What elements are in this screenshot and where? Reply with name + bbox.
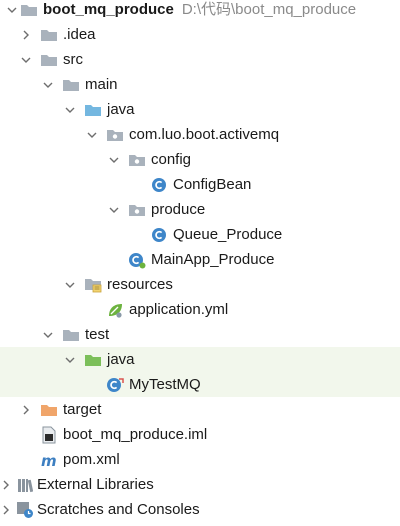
folder-icon (40, 26, 58, 44)
tree-row-scratches[interactable]: Scratches and Consoles (0, 497, 400, 522)
folder-icon (20, 1, 38, 19)
java-class-icon (150, 176, 168, 194)
chevron-down-icon[interactable] (6, 4, 18, 16)
tree-row-main[interactable]: main (0, 72, 400, 97)
project-path: D:\代码\boot_mq_produce (181, 1, 357, 18)
spring-boot-class-icon (128, 251, 146, 269)
tree-row-application-yml[interactable]: application.yml (0, 297, 400, 322)
project-name: boot_mq_produce (43, 1, 174, 18)
tree-row-test[interactable]: test (0, 322, 400, 347)
chevron-down-icon[interactable] (64, 279, 76, 291)
tree-row-main-app[interactable]: MainApp_Produce (0, 247, 400, 272)
tree-row-java-main[interactable]: java (0, 97, 400, 122)
tree-item-label: com.luo.boot.activemq (129, 126, 280, 143)
folder-icon (62, 326, 80, 344)
folder-icon (40, 51, 58, 69)
chevron-down-icon[interactable] (86, 129, 98, 141)
tree-row-target[interactable]: target (0, 397, 400, 422)
chevron-down-icon[interactable] (42, 79, 54, 91)
package-icon (128, 201, 146, 219)
chevron-right-icon[interactable] (0, 504, 12, 516)
tree-row-my-test-mq[interactable]: MyTestMQ (0, 372, 400, 397)
chevron-right-icon[interactable] (20, 404, 32, 416)
tree-item-label: MyTestMQ (129, 376, 201, 393)
tree-item-label: MainApp_Produce (151, 251, 275, 268)
tree-item-label: Queue_Produce (173, 226, 283, 243)
tree-item-label: resources (107, 276, 173, 293)
tree-item-label: .idea (63, 26, 96, 43)
tree-row-project-root[interactable]: boot_mq_produce D:\代码\boot_mq_produce (0, 0, 400, 22)
tree-item-label: application.yml (129, 301, 229, 318)
folder-icon (62, 76, 80, 94)
tree-item-label: test (85, 326, 110, 343)
package-icon (106, 126, 124, 144)
chevron-down-icon[interactable] (42, 329, 54, 341)
tree-item-label: External Libraries (37, 476, 154, 493)
tree-row-iml[interactable]: boot_mq_produce.iml (0, 422, 400, 447)
tree-row-resources[interactable]: resources (0, 272, 400, 297)
chevron-down-icon[interactable] (108, 204, 120, 216)
scratches-icon (16, 501, 34, 519)
chevron-down-icon[interactable] (64, 354, 76, 366)
tree-item-label: target (63, 401, 102, 418)
tree-row-idea[interactable]: .idea (0, 22, 400, 47)
tree-row-config-bean[interactable]: ConfigBean (0, 172, 400, 197)
resources-folder-icon (84, 276, 102, 294)
java-class-icon (150, 226, 168, 244)
tree-item-label: main (85, 76, 118, 93)
tree-item-label: pom.xml (63, 451, 120, 468)
chevron-right-icon[interactable] (20, 29, 32, 41)
tree-row-external-libraries[interactable]: External Libraries (0, 472, 400, 497)
tree-item-label: produce (151, 201, 206, 218)
package-icon (128, 151, 146, 169)
spring-config-file-icon (106, 301, 124, 319)
iml-file-icon (40, 426, 58, 444)
chevron-right-icon[interactable] (0, 479, 12, 491)
tree-row-package[interactable]: com.luo.boot.activemq (0, 122, 400, 147)
tree-item-label: config (151, 151, 192, 168)
chevron-down-icon[interactable] (64, 104, 76, 116)
libraries-icon (16, 476, 34, 494)
tree-item-label: src (63, 51, 83, 68)
chevron-down-icon[interactable] (108, 154, 120, 166)
svg-text:m: m (41, 452, 57, 468)
tree-row-queue-produce[interactable]: Queue_Produce (0, 222, 400, 247)
tree-row-produce[interactable]: produce (0, 197, 400, 222)
test-class-icon (106, 376, 124, 394)
source-folder-icon (84, 101, 102, 119)
chevron-down-icon[interactable] (20, 54, 32, 66)
tree-row-config[interactable]: config (0, 147, 400, 172)
tree-item-label: ConfigBean (173, 176, 252, 193)
tree-item-label: boot_mq_produce.iml (63, 426, 208, 443)
maven-icon: m (40, 451, 58, 469)
tree-item-label: Scratches and Consoles (37, 501, 200, 518)
tree-item-label: java (107, 101, 135, 118)
tree-item-label: java (107, 351, 135, 368)
tree-row-pom[interactable]: m pom.xml (0, 447, 400, 472)
tree-row-src[interactable]: src (0, 47, 400, 72)
test-folder-icon (84, 351, 102, 369)
excluded-folder-icon (40, 401, 58, 419)
tree-row-java-test[interactable]: java (0, 347, 400, 372)
